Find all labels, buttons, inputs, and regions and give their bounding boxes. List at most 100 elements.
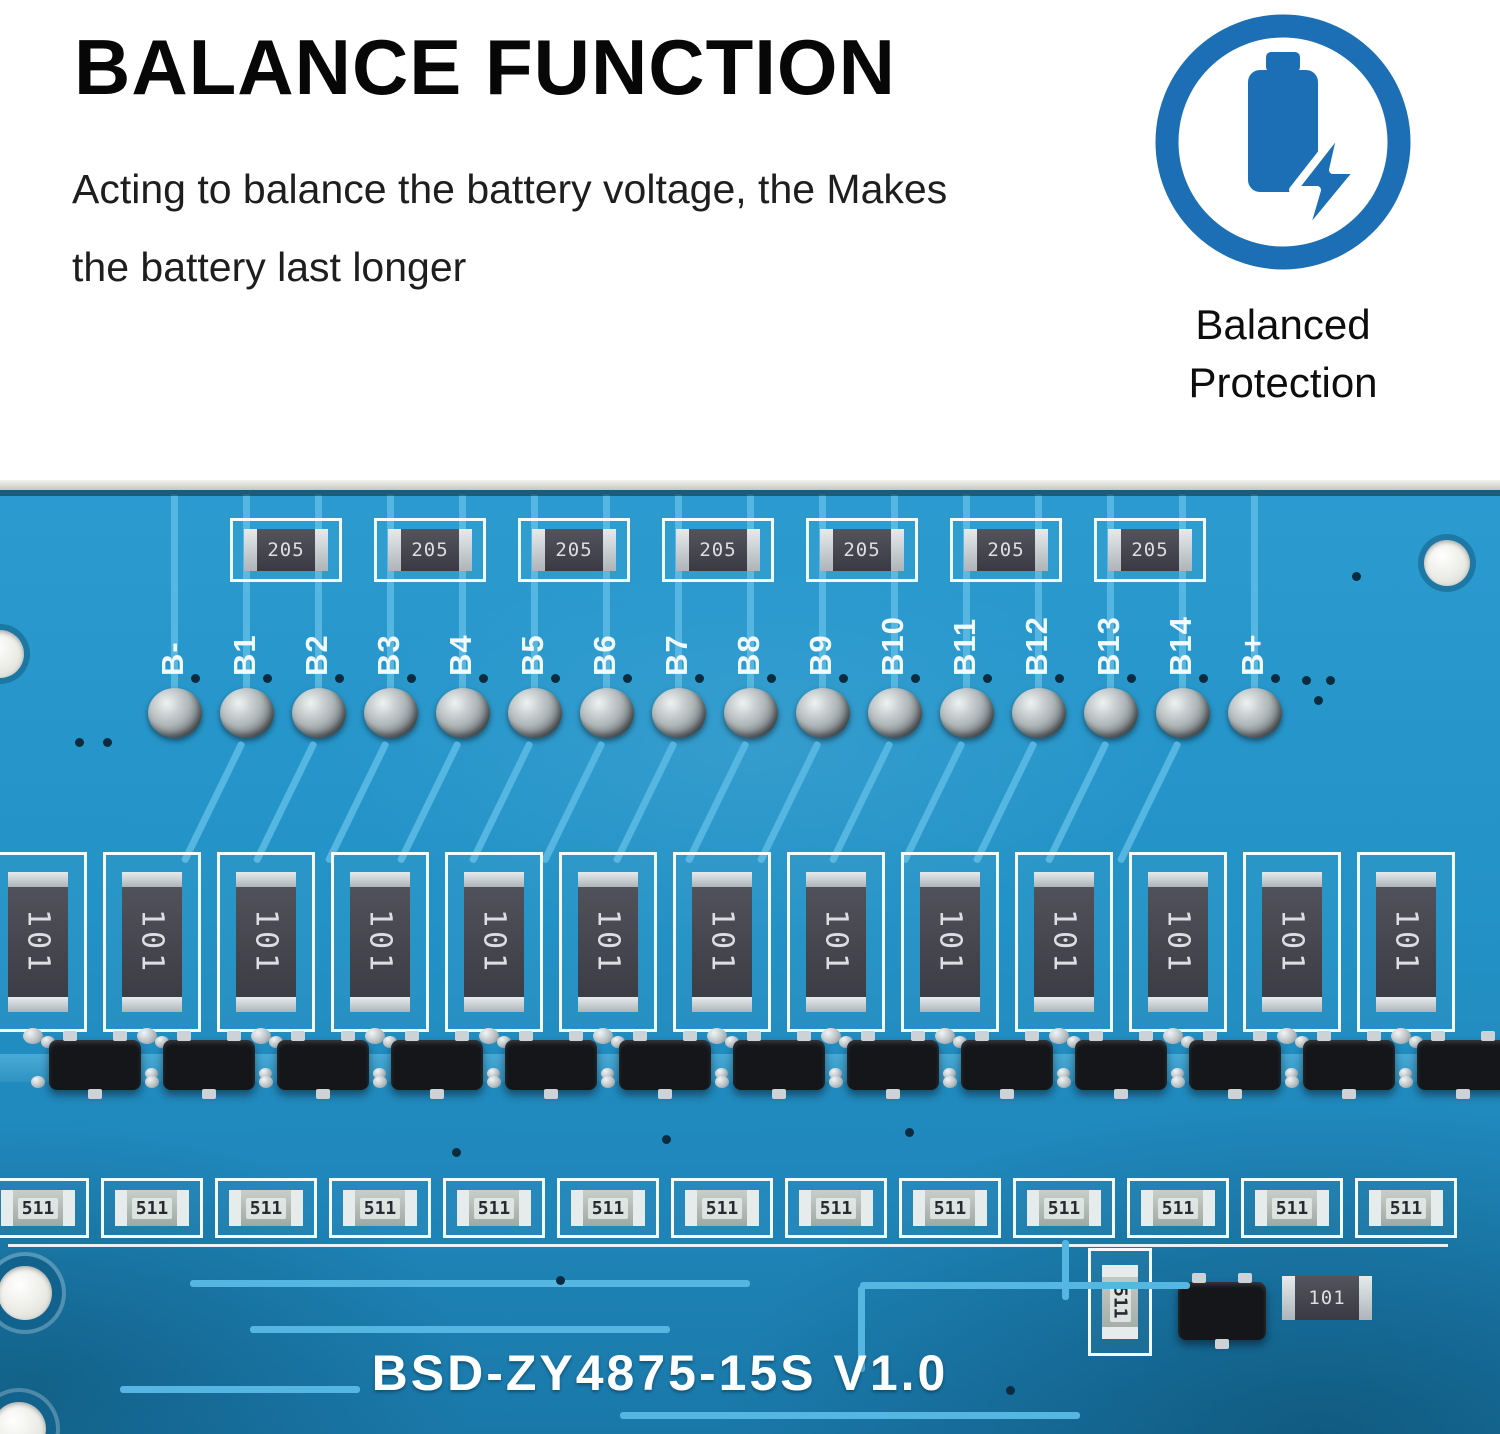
board-edge-shadow [0, 490, 1500, 496]
via-dot [662, 1135, 671, 1144]
transistor [847, 1031, 939, 1099]
terminal-label: B7 [659, 634, 694, 676]
resistor-label: 101 [20, 908, 56, 976]
transistor-leg [797, 1031, 811, 1041]
balanced-protection-badge: Balanced Protection [1128, 8, 1438, 412]
copper-trace [684, 740, 750, 864]
resistor-label: 101 [1388, 908, 1424, 976]
resistor-label: 101 [818, 908, 854, 976]
copper-trace [828, 740, 894, 864]
mounting-hole [0, 630, 24, 678]
via-dot [695, 674, 704, 683]
resistor-body: 101 [1148, 872, 1208, 1012]
via-dot [1314, 696, 1323, 705]
terminal-label: B9 [803, 634, 838, 676]
description-line-1: Acting to balance the battery voltage, t… [72, 166, 948, 212]
resistor-label: 511 [17, 1197, 59, 1219]
copper-trace [243, 494, 250, 692]
corner-transistor [1178, 1273, 1266, 1349]
resistor-body: 101 [1034, 872, 1094, 1012]
bleed-resistor: 101 [0, 852, 87, 1032]
terminal-label: B12 [1019, 616, 1054, 676]
copper-trace [675, 494, 682, 692]
bleed-resistor: 101 [1243, 852, 1341, 1032]
balance-resistor: 205 [1094, 518, 1206, 582]
solder-blob [1171, 1068, 1184, 1079]
transistor-leg [291, 1031, 305, 1041]
copper-trace [1035, 494, 1042, 692]
solder-blob [259, 1068, 272, 1079]
bleed-resistor: 101 [1357, 852, 1455, 1032]
solder-blob [707, 1028, 727, 1044]
solder-pad [508, 688, 562, 738]
solder-blob [943, 1076, 957, 1088]
via-dot [1326, 676, 1335, 685]
small-resistor: 511 [1241, 1178, 1343, 1238]
bleed-resistor: 101 [901, 852, 999, 1032]
copper-trace [531, 494, 538, 692]
via-dot [905, 1128, 914, 1137]
balance-resistor: 205 [518, 518, 630, 582]
via-dot [75, 738, 84, 747]
resistor-label: 511 [815, 1197, 857, 1219]
solder-pad [724, 688, 778, 738]
solder-pad [940, 688, 994, 738]
copper-trace [459, 494, 466, 692]
solder-blob [31, 1076, 45, 1088]
solder-blob [1049, 1028, 1069, 1044]
copper-trace [468, 740, 534, 864]
small-resistor: 511 [329, 1178, 431, 1238]
resistor-label: 101 [1160, 908, 1196, 976]
transistor [1417, 1031, 1500, 1099]
copper-trace [120, 1386, 360, 1393]
bleed-resistor: 101 [559, 852, 657, 1032]
bleed-resistor: 101 [673, 852, 771, 1032]
transistor-leg [1114, 1089, 1128, 1099]
resistor-label: 511 [1385, 1197, 1427, 1219]
resistor-body: 511 [343, 1190, 417, 1226]
terminal-label: B10 [875, 616, 910, 676]
copper-trace [603, 494, 610, 692]
transistor-leg [1228, 1089, 1242, 1099]
solder-pad [580, 688, 634, 738]
via-dot [551, 674, 560, 683]
terminal-label: B14 [1163, 616, 1198, 676]
solder-blob [935, 1028, 955, 1044]
resistor-body: 205 [388, 529, 472, 571]
transistor-leg [975, 1031, 989, 1041]
resistor-body: 101 [692, 872, 752, 1012]
balance-resistor: 205 [662, 518, 774, 582]
corner-resistor-101: 101 [1282, 1276, 1372, 1320]
transistor-leg [1000, 1089, 1014, 1099]
transistor [1303, 1031, 1395, 1099]
solder-pad [1156, 688, 1210, 738]
solder-blob [1057, 1076, 1071, 1088]
copper-trace [1251, 494, 1258, 692]
via-dot [191, 674, 200, 683]
terminal-label: B11 [947, 617, 982, 676]
copper-trace [180, 740, 246, 864]
via-dot [1199, 674, 1208, 683]
terminal-label: B2 [299, 634, 334, 676]
copper-trace [819, 494, 826, 692]
resistor-body: 511 [1255, 1190, 1329, 1226]
transistor-leg [683, 1031, 697, 1041]
transistor [619, 1031, 711, 1099]
terminal-label: B3 [371, 634, 406, 676]
transistor-leg [1025, 1031, 1039, 1041]
via-dot [407, 674, 416, 683]
resistor-label: 205 [699, 539, 737, 561]
copper-trace [858, 1286, 865, 1372]
resistor-body: 101 [1282, 1276, 1372, 1320]
transistor-leg [1089, 1031, 1103, 1041]
badge-label: Balanced Protection [1128, 296, 1438, 412]
via-dot [623, 674, 632, 683]
resistor-body: 101 [578, 872, 638, 1012]
resistor-label: 511 [359, 1197, 401, 1219]
solder-pad [436, 688, 490, 738]
solder-blob [1277, 1028, 1297, 1044]
resistor-body: 101 [236, 872, 296, 1012]
copper-trace [612, 740, 678, 864]
transistor-leg [569, 1031, 583, 1041]
via-dot [839, 674, 848, 683]
